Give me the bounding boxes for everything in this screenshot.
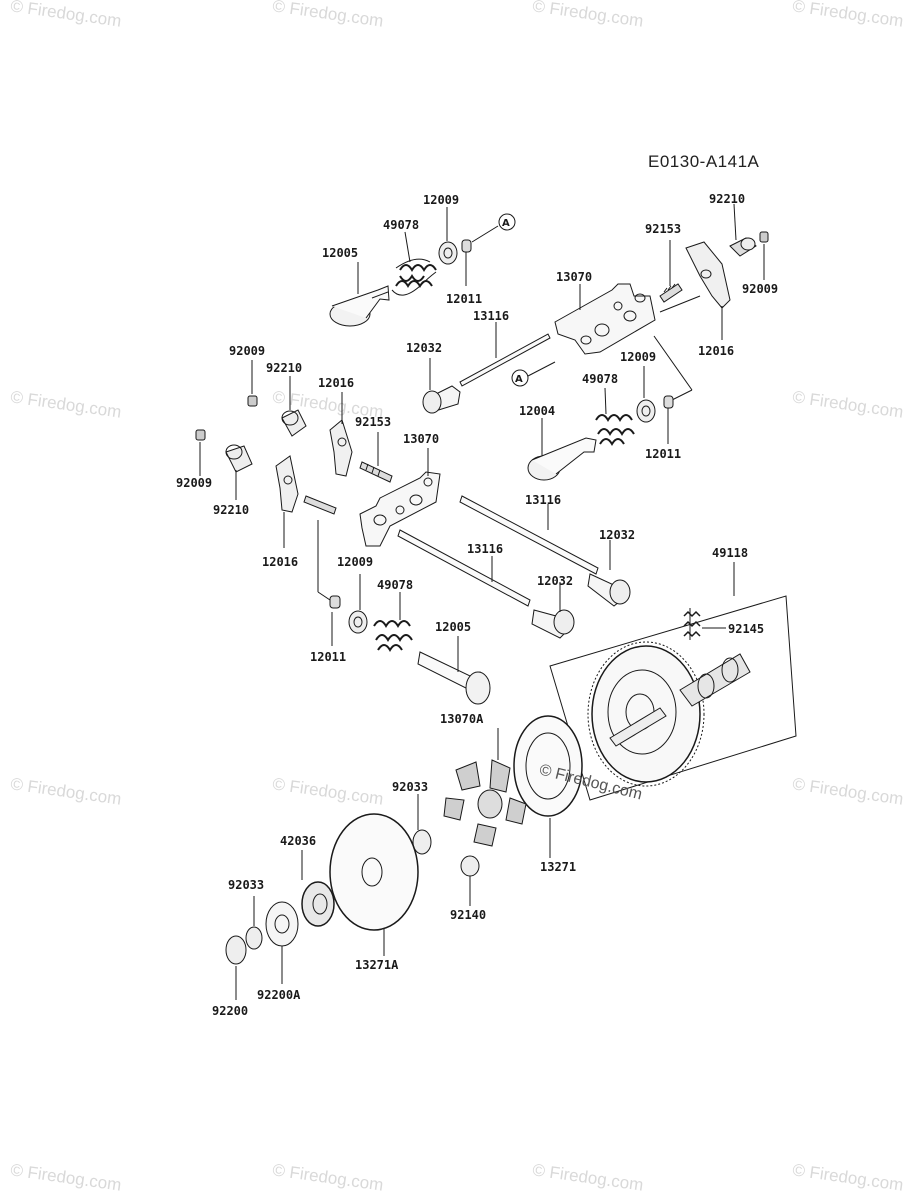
label-12011[interactable]: 12011 xyxy=(446,292,483,306)
adjust-screw-92153-left-top[interactable] xyxy=(359,461,393,483)
label-92009[interactable]: 92009 xyxy=(742,282,779,296)
pivot-92210-left-bottom[interactable] xyxy=(225,444,253,473)
label-12011[interactable]: 12011 xyxy=(645,447,682,461)
label-12032[interactable]: 12032 xyxy=(406,341,443,355)
label-92009[interactable]: 92009 xyxy=(229,344,266,358)
valve-12005-top[interactable] xyxy=(329,285,390,327)
bearing-42036[interactable] xyxy=(301,881,335,927)
ball-92140[interactable] xyxy=(460,855,480,877)
valve-12004[interactable] xyxy=(527,437,597,481)
retainer-12009-top[interactable] xyxy=(438,241,458,265)
label-13116[interactable]: 13116 xyxy=(473,309,510,323)
label-13271A[interactable]: 13271A xyxy=(355,958,399,972)
label-13070A[interactable]: 13070A xyxy=(440,712,484,726)
washer-92200A[interactable] xyxy=(265,901,299,947)
rocker-arm-12016-left-top[interactable] xyxy=(329,419,353,477)
label-92033[interactable]: 92033 xyxy=(228,878,265,892)
label-92210[interactable]: 92210 xyxy=(709,192,746,206)
label-12032[interactable]: 12032 xyxy=(599,528,636,542)
label-92200A[interactable]: 92200A xyxy=(257,988,301,1002)
pushrod-13116-upper[interactable] xyxy=(459,333,551,387)
rocker-arm-12016-right[interactable] xyxy=(685,241,731,309)
label-49078[interactable]: 49078 xyxy=(377,578,414,592)
plate-13271A[interactable] xyxy=(329,813,419,931)
pivot-92210-left-top[interactable] xyxy=(281,409,307,437)
valve-12005-lower[interactable] xyxy=(417,651,491,705)
circlip-92033-upper[interactable] xyxy=(412,829,432,855)
label-92009[interactable]: 92009 xyxy=(176,476,213,490)
label-12009[interactable]: 12009 xyxy=(423,193,460,207)
label-92200[interactable]: 92200 xyxy=(212,1004,249,1018)
label-92140[interactable]: 92140 xyxy=(450,908,487,922)
ref-marker-a-mid xyxy=(511,369,529,387)
label-49118[interactable]: 49118 xyxy=(712,546,749,560)
label-92153[interactable]: 92153 xyxy=(645,222,682,236)
washer-92200[interactable] xyxy=(225,935,247,965)
ref-marker-a-label: A xyxy=(515,374,523,385)
label-92145[interactable]: 92145 xyxy=(728,622,765,636)
spring-49078-lower[interactable] xyxy=(373,620,413,652)
label-13116[interactable]: 13116 xyxy=(467,542,504,556)
rocker-bracket-13070-right[interactable] xyxy=(554,283,656,355)
rocker-bracket-13070-left[interactable] xyxy=(359,471,441,547)
collet-12011-mid[interactable] xyxy=(663,395,674,409)
pushrod-13116-lower[interactable] xyxy=(397,529,531,607)
label-12009[interactable]: 12009 xyxy=(337,555,374,569)
label-12005[interactable]: 12005 xyxy=(435,620,472,634)
label-49078[interactable]: 49078 xyxy=(582,372,619,386)
retainer-12009-lower[interactable] xyxy=(348,610,368,634)
adjust-screw-92153-right[interactable] xyxy=(659,283,683,303)
label-13271[interactable]: 13271 xyxy=(540,860,577,874)
label-42036[interactable]: 42036 xyxy=(280,834,317,848)
pivot-92210-right[interactable] xyxy=(729,237,757,257)
label-92210[interactable]: 92210 xyxy=(266,361,303,375)
label-12016[interactable]: 12016 xyxy=(262,555,299,569)
label-13116[interactable]: 13116 xyxy=(525,493,562,507)
label-49078[interactable]: 49078 xyxy=(383,218,420,232)
nut-92009-left-top[interactable] xyxy=(247,395,258,407)
retainer-12009-mid[interactable] xyxy=(636,399,656,423)
label-12004[interactable]: 12004 xyxy=(519,404,556,418)
tappet-12032-mid[interactable] xyxy=(587,573,631,607)
label-13070[interactable]: 13070 xyxy=(403,432,440,446)
label-92153[interactable]: 92153 xyxy=(355,415,392,429)
collet-12011-lower[interactable] xyxy=(329,595,341,609)
nut-92009-right[interactable] xyxy=(759,231,769,243)
label-12005[interactable]: 12005 xyxy=(322,246,359,260)
label-12016[interactable]: 12016 xyxy=(318,376,355,390)
ref-marker-a-top xyxy=(498,213,516,231)
rocker-arm-12016-left-bottom[interactable] xyxy=(275,455,299,513)
label-12009[interactable]: 12009 xyxy=(620,350,657,364)
spring-92145[interactable] xyxy=(683,608,701,640)
tappet-12032-lower[interactable] xyxy=(531,609,575,639)
label-13070[interactable]: 13070 xyxy=(556,270,593,284)
diagram-code: E0130-A141A xyxy=(648,152,760,171)
ref-marker-a-label: A xyxy=(502,218,510,229)
label-92033[interactable]: 92033 xyxy=(392,780,429,794)
label-92210[interactable]: 92210 xyxy=(213,503,250,517)
circlip-92033-lower[interactable] xyxy=(245,926,263,950)
adjust-screw-92153-left-bottom[interactable] xyxy=(303,495,337,515)
nut-92009-left-bottom[interactable] xyxy=(195,429,206,441)
governor-weights-13070A[interactable] xyxy=(443,759,527,847)
plate-13271[interactable] xyxy=(513,715,583,817)
spring-49078-mid[interactable] xyxy=(595,414,635,446)
label-12011[interactable]: 12011 xyxy=(310,650,347,664)
label-12016[interactable]: 12016 xyxy=(698,344,735,358)
collet-12011-top[interactable] xyxy=(461,239,472,253)
camshaft-49118[interactable] xyxy=(549,595,797,801)
label-12032[interactable]: 12032 xyxy=(537,574,574,588)
tappet-12032-upper[interactable] xyxy=(422,385,461,414)
pushrod-13116-mid[interactable] xyxy=(459,495,599,575)
spring-49078-top[interactable] xyxy=(391,258,437,296)
